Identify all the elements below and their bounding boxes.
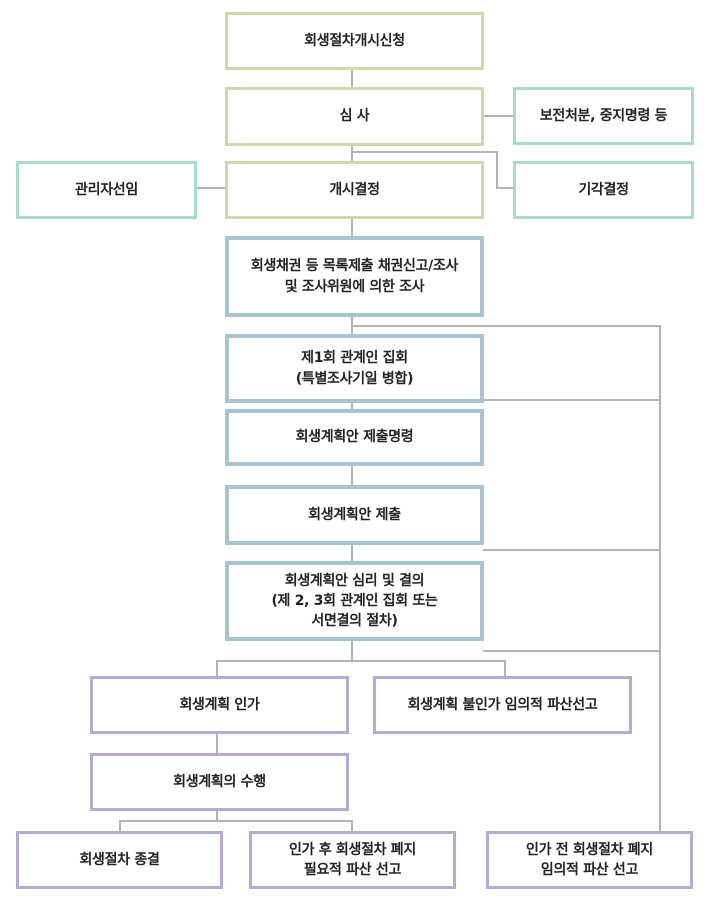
disapproval-box: 회생계획 불인가 임의적 파산선고: [373, 676, 632, 734]
dismissal-label: 기각결정: [578, 181, 629, 198]
claims-survey-box: 회생채권 등 목록제출 채권신고/조사 및 조사위원에 의한 조사: [225, 236, 484, 317]
review-box: 심 사: [225, 87, 484, 146]
first-meeting-label: 제1회 관계인 집회 (특별조사기일 병합): [295, 350, 414, 387]
first-meeting-box: 제1회 관계인 집회 (특별조사기일 병합): [225, 334, 484, 403]
execution-box: 회생계획의 수행: [90, 753, 349, 811]
dismissal-box: 기각결정: [513, 161, 694, 219]
plan-review-label: 회생계획안 심리 및 결의 (제 2, 3회 관계인 집회 또는 서면결의 절차…: [271, 572, 438, 630]
petition-box: 회생절차개시신청: [225, 12, 484, 70]
post-abolition-label: 인가 후 회생절차 폐지 필요적 파산 선고: [289, 841, 416, 878]
pre-abolition-label: 인가 전 회생절차 폐지 임의적 파산 선고: [526, 841, 653, 878]
petition-label: 회생절차개시신청: [304, 32, 405, 49]
trustee-label: 관리자선임: [75, 181, 138, 198]
termination-box: 회생절차 종결: [16, 831, 223, 889]
pre-abolition-box: 인가 전 회생절차 폐지 임의적 파산 선고: [486, 831, 693, 889]
plan-submit-label: 회생계획안 제출: [308, 506, 401, 523]
disapproval-label: 회생계획 불인가 임의적 파산선고: [407, 696, 598, 713]
trustee-box: 관리자선임: [16, 161, 197, 219]
review-label: 심 사: [339, 108, 370, 125]
commencement-box: 개시결정: [225, 161, 484, 219]
claims-survey-label: 회생채권 등 목록제출 채권신고/조사 및 조사위원에 의한 조사: [250, 258, 459, 295]
plan-order-label: 회생계획안 제출명령: [295, 429, 414, 446]
approval-box: 회생계획 인가: [90, 676, 349, 734]
execution-label: 회생계획의 수행: [173, 773, 266, 790]
plan-submit-box: 회생계획안 제출: [225, 485, 484, 545]
approval-label: 회생계획 인가: [179, 696, 260, 713]
termination-label: 회생절차 종결: [79, 851, 160, 868]
preservation-box: 보전처분, 중지명령 등: [513, 87, 694, 145]
plan-review-box: 회생계획안 심리 및 결의 (제 2, 3회 관계인 집회 또는 서면결의 절차…: [225, 561, 484, 641]
plan-order-box: 회생계획안 제출명령: [225, 409, 484, 466]
commencement-label: 개시결정: [329, 181, 380, 198]
preservation-label: 보전처분, 중지명령 등: [539, 107, 668, 124]
post-abolition-box: 인가 후 회생절차 폐지 필요적 파산 선고: [249, 831, 456, 889]
